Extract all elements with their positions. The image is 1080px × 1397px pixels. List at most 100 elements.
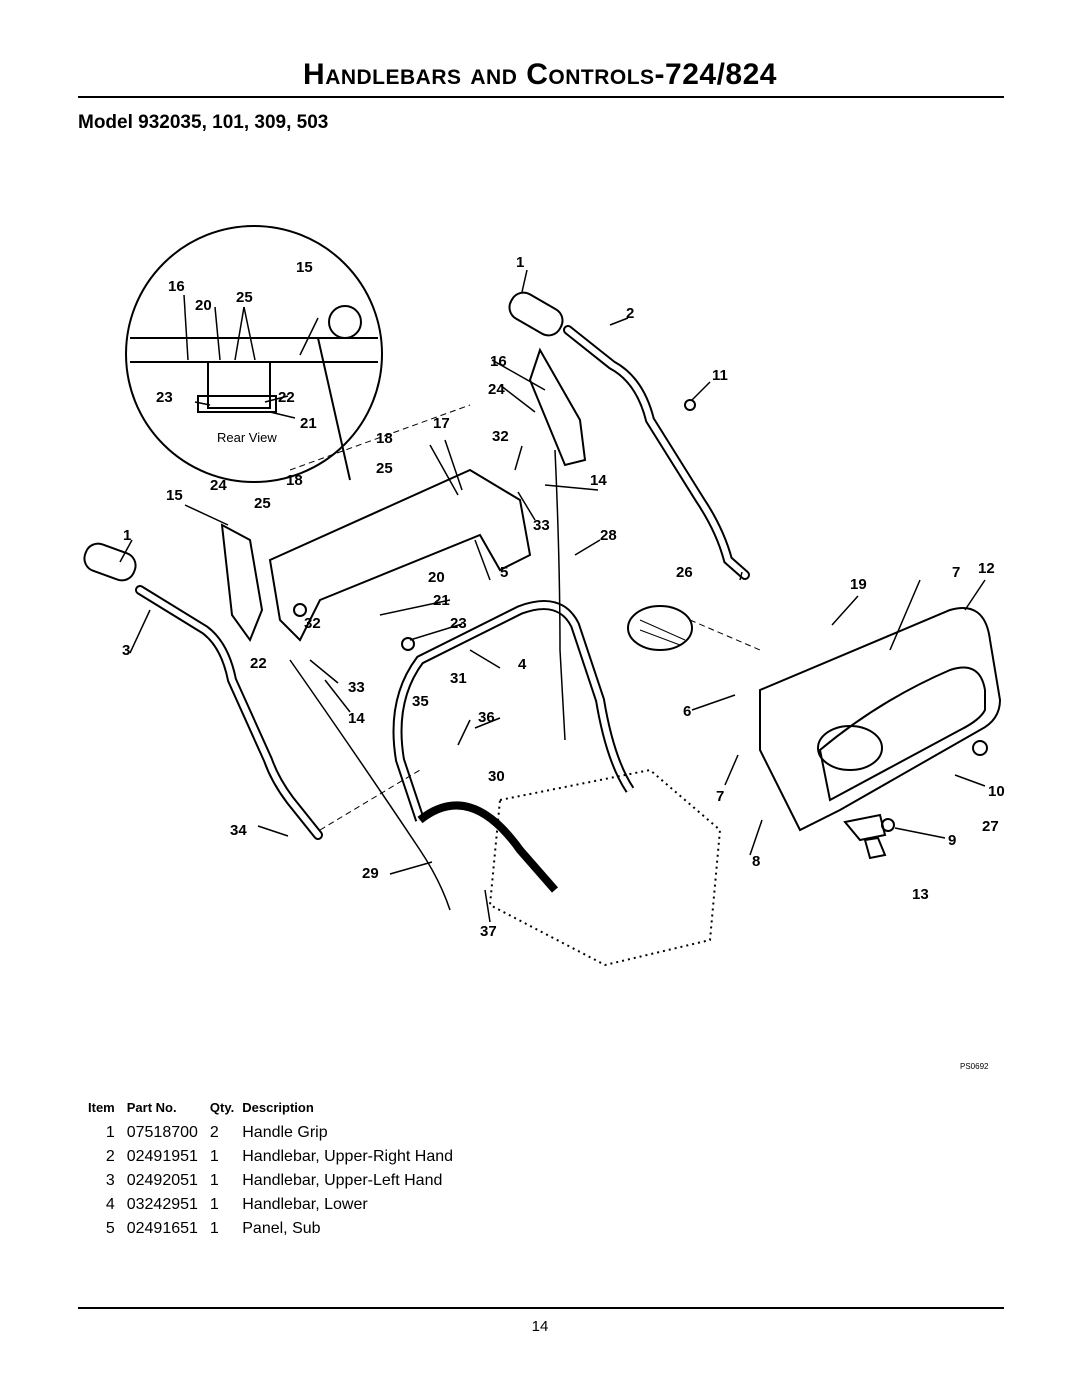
callout-36: 36 — [478, 709, 495, 726]
callout-1: 1 — [516, 254, 524, 271]
callout-10: 10 — [988, 783, 1005, 800]
row-item: 1 — [105, 1124, 115, 1141]
callout-21b: 21 — [433, 592, 450, 609]
row-description: Handle Grip — [242, 1124, 328, 1141]
headlight — [627, 605, 693, 651]
callout-23b: 23 — [450, 615, 467, 632]
callout-26: 26 — [676, 564, 693, 581]
row-qty: 1 — [209, 1148, 219, 1165]
callout-33b: 33 — [348, 679, 365, 696]
callout-24b: 24 — [210, 477, 227, 494]
exploded-parts-diagram: 1 1 2 3 4 5 6 7 7 8 9 10 11 12 13 14 14 … — [83, 225, 1005, 967]
callout-32: 32 — [492, 428, 509, 445]
callout-25c: 25 — [254, 495, 271, 512]
row-item: 2 — [105, 1148, 115, 1165]
callout-13: 13 — [912, 886, 929, 903]
engine-box — [488, 768, 722, 967]
callout-21: 21 — [300, 415, 317, 432]
callout-11: 11 — [712, 367, 728, 384]
callout-2: 2 — [626, 305, 634, 322]
row-item: 5 — [105, 1220, 115, 1237]
footer-rule — [78, 1307, 1004, 1309]
callout-8: 8 — [752, 853, 760, 870]
callout-7b: 7 — [716, 788, 724, 805]
title-word-handlebars: andlebars and — [325, 58, 518, 91]
table-row: 2 02491951 1 Handlebar, Upper-Right Hand — [88, 1145, 465, 1169]
callout-29: 29 — [362, 865, 379, 882]
row-part-no: 02492051 — [126, 1172, 198, 1189]
callout-4: 4 — [518, 656, 527, 673]
row-description: Handlebar, Upper-Left Hand — [242, 1172, 443, 1189]
row-item: 4 — [105, 1196, 115, 1213]
callout-24: 24 — [488, 381, 505, 398]
callout-17: 17 — [433, 415, 450, 432]
lower-handlebar — [392, 600, 635, 822]
callout-32b: 32 — [304, 615, 321, 632]
row-description: Handlebar, Lower — [242, 1196, 368, 1213]
chute-housing — [759, 607, 1002, 832]
callout-7: 7 — [952, 564, 960, 581]
callout-30: 30 — [488, 768, 505, 785]
table-row: 4 03242951 1 Handlebar, Lower — [88, 1193, 465, 1217]
row-qty: 1 — [209, 1196, 219, 1213]
row-qty: 1 — [209, 1220, 219, 1237]
rear-view-label: Rear View — [217, 430, 277, 445]
callout-37: 37 — [480, 923, 497, 940]
callout-31: 31 — [450, 670, 467, 687]
callout-22: 22 — [278, 389, 295, 406]
row-part-no: 02491951 — [126, 1148, 198, 1165]
callout-18b: 18 — [286, 472, 303, 489]
callout-34: 34 — [230, 822, 247, 839]
title-word-controls: ontrols — [548, 58, 655, 91]
table-row: 1 07518700 2 Handle Grip — [88, 1121, 465, 1145]
figure-code: PS0692 — [960, 1062, 989, 1071]
callout-35: 35 — [412, 693, 429, 710]
callout-16b: 16 — [490, 353, 507, 370]
title-letter-h: H — [303, 58, 326, 91]
header-description: Description — [242, 1100, 314, 1115]
parts-table: Item Part No. Qty. Description 1 0751870… — [88, 1100, 465, 1241]
callout-28: 28 — [600, 527, 617, 544]
callout-20b: 20 — [428, 569, 445, 586]
callout-25: 25 — [236, 289, 253, 306]
callout-16: 16 — [168, 278, 185, 295]
row-description: Panel, Sub — [242, 1220, 321, 1237]
callout-12: 12 — [978, 560, 995, 577]
row-part-no: 07518700 — [126, 1124, 198, 1141]
callout-33: 33 — [533, 517, 550, 534]
left-handle-grip — [83, 542, 137, 582]
callout-9: 9 — [948, 832, 956, 849]
callout-18: 18 — [376, 430, 393, 447]
header-part-no: Part No. — [126, 1100, 177, 1115]
callout-15: 15 — [296, 259, 313, 276]
row-description: Handlebar, Upper-Right Hand — [242, 1148, 454, 1165]
callout-14b: 14 — [348, 710, 365, 727]
callout-20: 20 — [195, 297, 212, 314]
control-panel — [268, 468, 532, 642]
header-qty: Qty. — [209, 1100, 235, 1115]
callout-1b: 1 — [123, 527, 131, 544]
header-item: Item — [88, 1100, 115, 1115]
row-part-no: 03242951 — [126, 1196, 198, 1213]
page-title: Handlebars and Controls-724/824 — [0, 58, 1080, 92]
right-handle-grip — [508, 291, 564, 337]
row-item: 3 — [105, 1172, 115, 1189]
callout-23: 23 — [156, 389, 173, 406]
callout-19: 19 — [850, 576, 867, 593]
callout-6: 6 — [683, 703, 691, 720]
callout-5: 5 — [500, 564, 508, 581]
callout-14: 14 — [590, 472, 607, 489]
header-rule — [78, 96, 1004, 98]
table-row: 3 02492051 1 Handlebar, Upper-Left Hand — [88, 1169, 465, 1193]
row-qty: 1 — [209, 1172, 219, 1189]
table-row: 5 02491651 1 Panel, Sub — [88, 1217, 465, 1241]
callout-22b: 22 — [250, 655, 267, 672]
callout-15b: 15 — [166, 487, 183, 504]
rear-view-inset — [125, 225, 383, 483]
title-letter-c: C — [526, 58, 549, 91]
page-number: 14 — [531, 1318, 549, 1335]
callout-25b: 25 — [376, 460, 393, 477]
parts-table-header: Item Part No. Qty. Description — [88, 1100, 465, 1121]
callout-3: 3 — [122, 642, 130, 659]
row-qty: 2 — [209, 1124, 219, 1141]
